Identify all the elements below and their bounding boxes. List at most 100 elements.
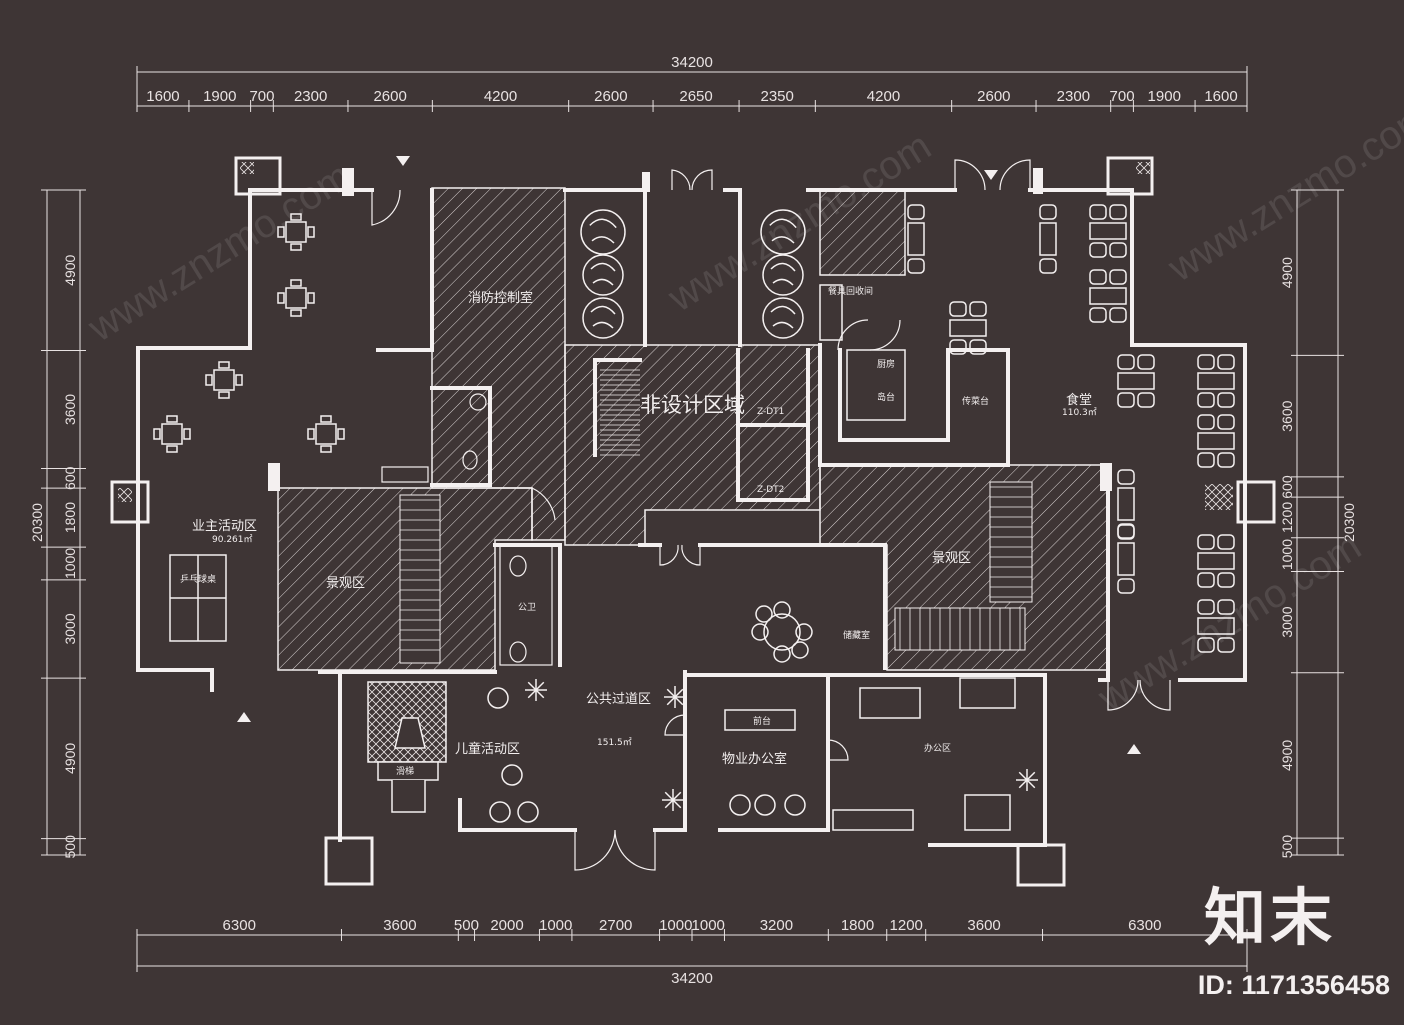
lounge-chair xyxy=(784,794,806,816)
label-public-corridor: 公共过道区 xyxy=(586,692,651,707)
dimension-segment: 2650 xyxy=(679,88,712,105)
table-set xyxy=(1089,269,1127,323)
tree-icon xyxy=(582,254,624,296)
plant-icon xyxy=(525,679,547,701)
dimension-segment: 600 xyxy=(62,466,78,490)
tree-icon xyxy=(762,297,804,339)
dimension-total: 20300 xyxy=(29,503,45,542)
dimension-segment: 2600 xyxy=(373,88,406,105)
dimension-segment: 3600 xyxy=(383,917,416,934)
doors xyxy=(371,159,1171,871)
tree-icon xyxy=(762,254,804,296)
plant-icon xyxy=(662,789,684,811)
hatch-fire-control xyxy=(431,187,566,541)
dining-table xyxy=(205,361,243,399)
table-set xyxy=(1197,599,1235,653)
dimension-segment: 4900 xyxy=(62,743,78,774)
lounge-chair xyxy=(487,687,509,709)
dimension-segment: 600 xyxy=(1279,475,1295,499)
label-owner-activity: 业主活动区 xyxy=(192,519,257,534)
label-tableware: 餐具回收间 xyxy=(828,285,873,297)
label-canteen: 食堂 xyxy=(1066,392,1092,408)
stair-steps xyxy=(400,369,1032,651)
dimension-segment: 4900 xyxy=(62,254,78,285)
dimension-segment: 2000 xyxy=(490,917,523,934)
label-slide: 滑梯 xyxy=(396,765,414,777)
tree-icon xyxy=(760,209,806,255)
arrow-up-icon xyxy=(237,712,251,722)
dining-table xyxy=(277,279,315,317)
walls xyxy=(136,188,1247,847)
table-set xyxy=(1197,534,1235,588)
dimension-segment: 1000 xyxy=(659,917,692,934)
slide xyxy=(367,681,447,813)
dimension-total: 34200 xyxy=(671,54,713,71)
dimension-segment: 4200 xyxy=(867,88,900,105)
dimension-segment: 1800 xyxy=(62,502,78,533)
label-storage: 储藏室 xyxy=(843,629,870,641)
dining-table xyxy=(277,213,315,251)
dimension-segment: 2350 xyxy=(761,88,794,105)
area-public-corridor: 151.5㎡ xyxy=(597,737,632,748)
label-non-design: 非设计区域 xyxy=(640,393,745,417)
dimension-segment: 2300 xyxy=(294,88,327,105)
brand-logo: 知末 xyxy=(1203,881,1336,954)
toilets xyxy=(381,393,553,666)
dimension-total: 20300 xyxy=(1341,503,1357,542)
office-furniture xyxy=(724,284,1016,831)
table-set xyxy=(1117,354,1155,408)
dimension-segment: 700 xyxy=(249,88,274,105)
room-labels: 消防控制室 非设计区域 业主活动区 90.261㎡ 景观区 景观区 食堂 110… xyxy=(180,285,1097,777)
entrance-arrows xyxy=(237,156,1141,754)
dining-table xyxy=(307,415,345,453)
dimension-segment: 1600 xyxy=(146,88,179,105)
dimension-segment: 1000 xyxy=(1279,539,1295,570)
area-canteen: 110.3㎡ xyxy=(1062,407,1097,418)
table-set xyxy=(949,301,987,355)
table-set xyxy=(1197,414,1235,468)
dimension-segment: 3200 xyxy=(760,917,793,934)
dimension-segment: 500 xyxy=(454,917,479,934)
area-owner-activity: 90.261㎡ xyxy=(212,534,253,545)
image-id: ID: 1171356458 xyxy=(1197,970,1390,1000)
dimension-segment: 1000 xyxy=(539,917,572,934)
label-children: 儿童活动区 xyxy=(455,741,520,757)
table-set xyxy=(1117,524,1135,594)
dimension-segment: 4900 xyxy=(1279,257,1295,288)
label-front-desk: 前台 xyxy=(753,715,771,727)
dimension-segment: 3000 xyxy=(62,613,78,644)
label-serving: 传菜台 xyxy=(962,395,989,407)
lounge-chair xyxy=(501,764,523,786)
label-lift1: Z-DT1 xyxy=(757,407,784,417)
dimension-segment: 3600 xyxy=(967,917,1000,934)
dimension-segment: 500 xyxy=(62,835,78,859)
column-crosshatch xyxy=(118,162,1233,510)
dimension-segment: 1800 xyxy=(841,917,874,934)
dimension-segment: 4900 xyxy=(1279,740,1295,771)
arrow-down-icon xyxy=(984,170,998,180)
label-toilet: 公卫 xyxy=(518,602,536,613)
label-kitchen: 厨房 xyxy=(877,358,895,370)
lounge-chair xyxy=(517,801,539,823)
lounge-chair xyxy=(489,801,511,823)
dimension-segment: 3600 xyxy=(1279,400,1295,431)
dimension-segment: 2700 xyxy=(599,917,632,934)
table-set xyxy=(1039,204,1057,274)
plant-icon xyxy=(664,686,686,708)
tree-icon xyxy=(580,209,626,255)
tree-icon xyxy=(582,297,624,339)
dimension-segment: 6300 xyxy=(223,917,256,934)
arrow-up-icon xyxy=(1127,744,1141,754)
lounge-chair xyxy=(754,794,776,816)
dimension-segment: 1000 xyxy=(62,548,78,579)
trees xyxy=(525,209,1038,811)
dimension-segment: 2300 xyxy=(1057,88,1090,105)
label-fire-control: 消防控制室 xyxy=(468,290,533,306)
lounge-chair xyxy=(729,794,751,816)
dimension-segment: 6300 xyxy=(1128,917,1161,934)
label-office: 办公区 xyxy=(924,742,951,754)
dimension-segment: 700 xyxy=(1110,88,1135,105)
table-set xyxy=(1197,354,1235,408)
